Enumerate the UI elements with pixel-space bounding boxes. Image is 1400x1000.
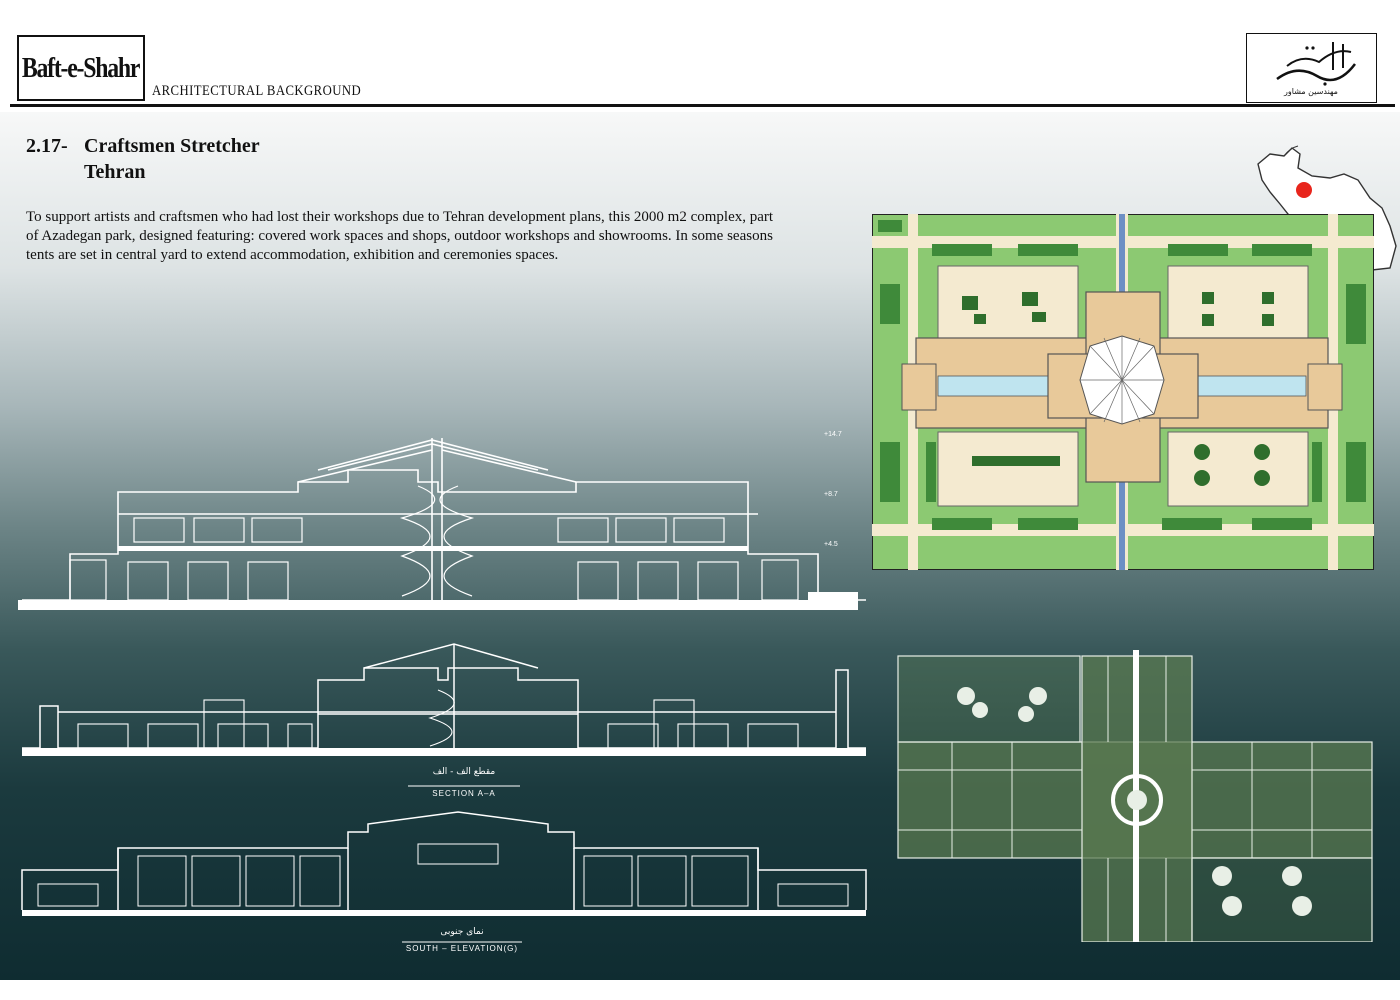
- brand-name: Baft-e-Shahr: [22, 51, 141, 84]
- project-title: Craftsmen Stretcher: [84, 135, 260, 157]
- project-description: To support artists and craftsmen who had…: [26, 209, 774, 263]
- page-header: Baft-e-Shahr ARCHITECTURAL BACKGROUND مه…: [0, 0, 1400, 112]
- elevation-label: SOUTH – ELEVATION(G): [406, 944, 518, 953]
- south-elevation-drawing: نمای جنوبی SOUTH – ELEVATION(G): [21, 811, 867, 953]
- section-subtitle: ARCHITECTURAL BACKGROUND: [152, 83, 362, 99]
- baft-e-shahr-logo-icon: مهندسین مشاور: [1246, 33, 1377, 103]
- section-label: SECTION A–A: [432, 789, 495, 798]
- svg-text:+14.7: +14.7: [824, 431, 842, 438]
- floor-plan-drawing: [897, 650, 1373, 942]
- svg-text:+8.7: +8.7: [824, 491, 838, 498]
- site-plan: [872, 214, 1374, 570]
- logo-subtext: مهندسین مشاور: [1283, 87, 1338, 96]
- brand-logo: Baft-e-Shahr: [17, 35, 145, 101]
- location-marker-icon: [1296, 182, 1312, 198]
- svg-text:±0.0: ±0.0: [824, 593, 838, 600]
- header-rule: [10, 104, 1395, 107]
- elevation-label-fa: نمای جنوبی: [440, 927, 483, 937]
- svg-text:+4.5: +4.5: [824, 541, 838, 548]
- project-city: Tehran: [84, 161, 146, 183]
- project-number: 2.17-: [26, 135, 68, 157]
- footer-band: [0, 980, 1400, 1000]
- section-label-fa: مقطع الف - الف: [433, 767, 496, 777]
- longitudinal-section-drawing: +14.7 +8.7 +4.5 ±0.0: [18, 431, 866, 610]
- section-a-a-drawing: مقطع الف - الف SECTION A–A: [22, 643, 866, 798]
